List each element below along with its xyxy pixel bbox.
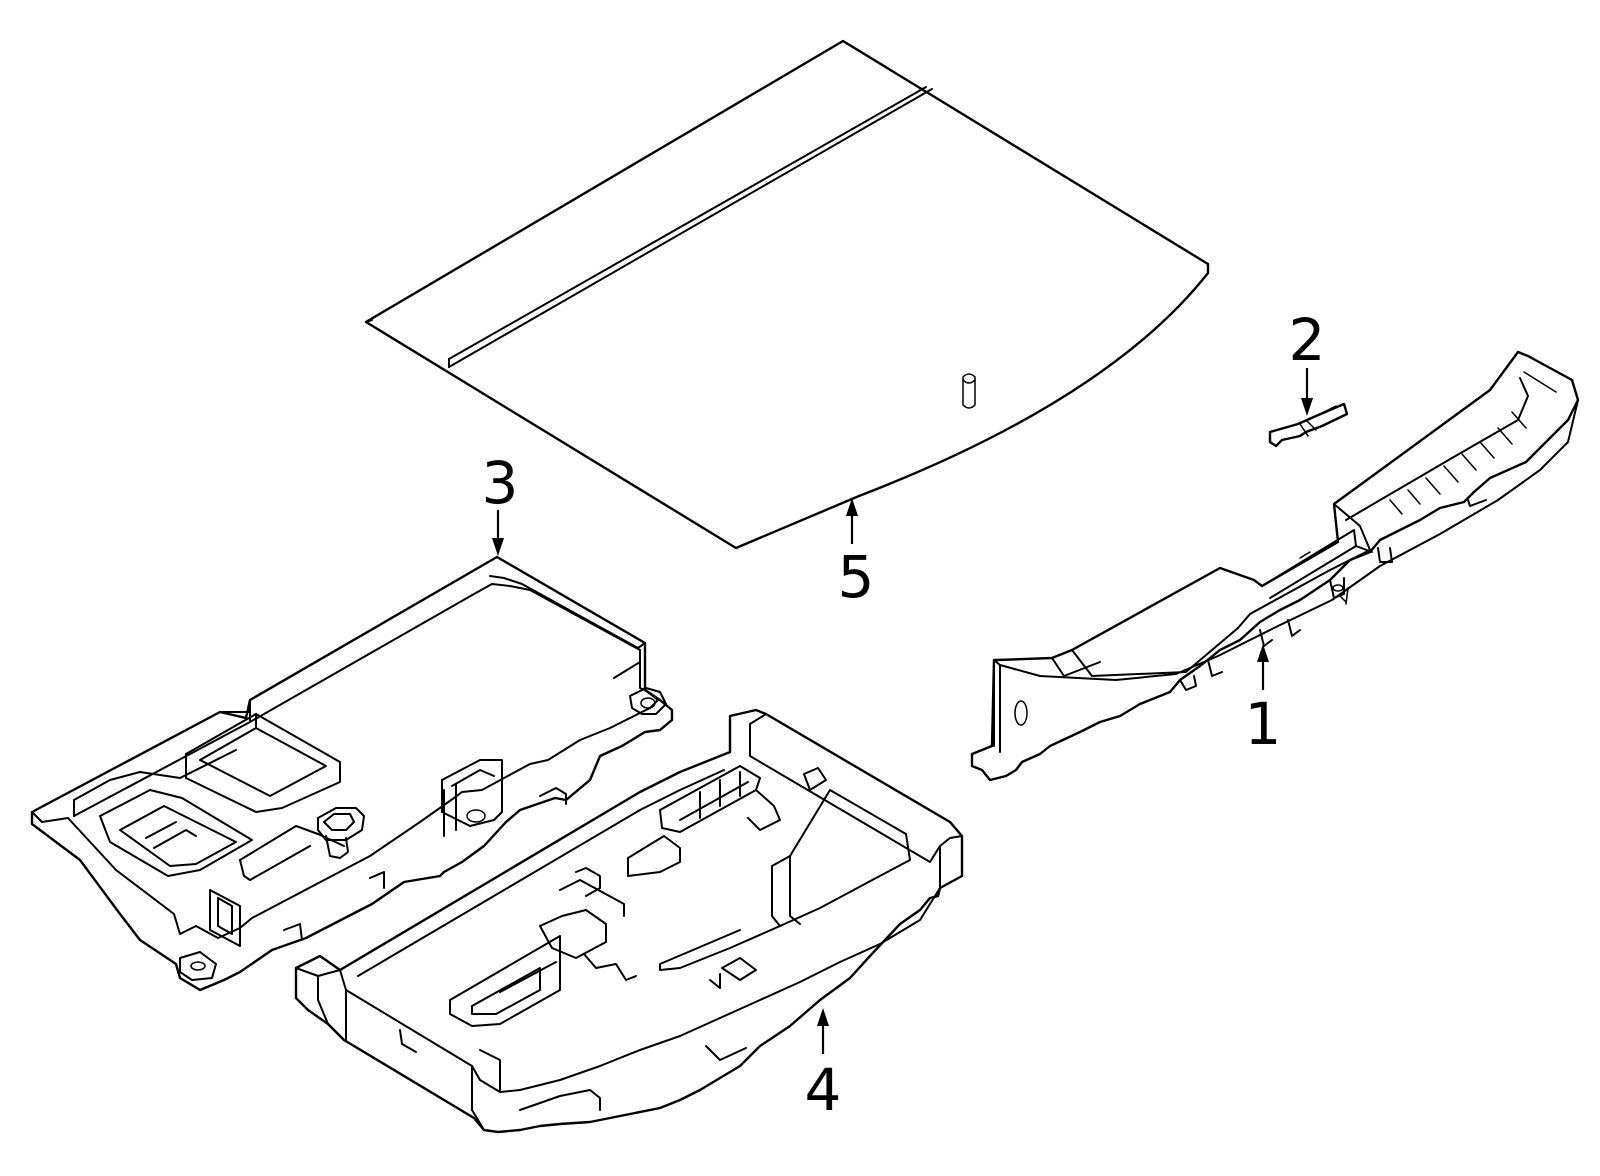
callout-2: 2 — [1289, 306, 1326, 374]
part-2-clip[interactable] — [1268, 402, 1349, 448]
part-4-foam-tray[interactable] — [294, 708, 964, 1134]
part-3-storage-tray[interactable] — [30, 555, 674, 992]
callout-1: 1 — [1245, 690, 1282, 758]
leader-lines — [492, 368, 1313, 1054]
callout-3: 3 — [482, 449, 519, 517]
callout-labels: 1 2 3 4 5 — [482, 306, 1326, 1124]
part-1-sill-plate[interactable] — [970, 350, 1580, 782]
callout-5: 5 — [838, 543, 875, 611]
callout-4: 4 — [805, 1056, 842, 1124]
part-5-cargo-cover[interactable] — [364, 39, 1210, 550]
